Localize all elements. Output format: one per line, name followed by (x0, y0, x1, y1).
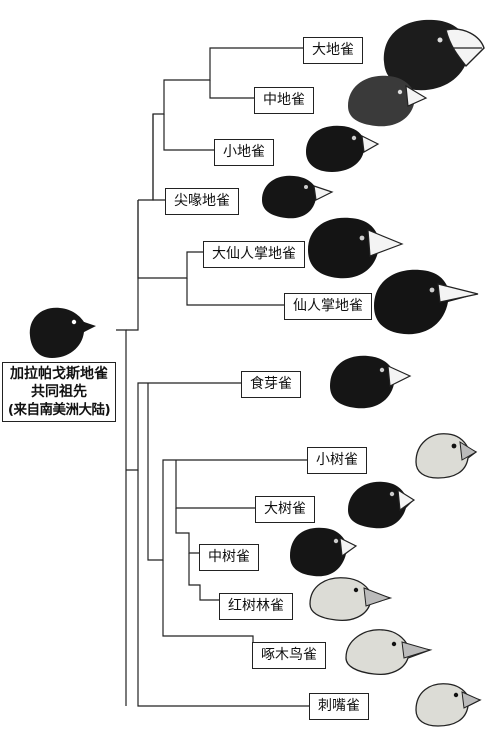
ancestor-finch-icon (29, 307, 96, 358)
species-label-small-ground-finch: 小地雀 (214, 139, 274, 166)
branch-medium-ground (209, 80, 255, 99)
branch-cactus (186, 278, 285, 306)
cactus-ground-finch-icon (374, 269, 479, 335)
species-label-large-cactus-ground-finch: 大仙人掌地雀 (203, 241, 305, 268)
root-branch (116, 329, 127, 706)
woodpecker-finch-icon (345, 629, 433, 676)
large-tree-finch-icon (348, 481, 416, 529)
large-ground-finch-icon (383, 19, 485, 91)
species-label-large-tree-finch: 大树雀 (255, 496, 315, 523)
branch-small-ground (163, 114, 216, 151)
species-label-large-ground-finch: 大地雀 (303, 37, 363, 64)
mangrove-finch-icon (309, 577, 393, 622)
species-label-medium-ground-finch: 中地雀 (254, 87, 314, 114)
ancestor-line-2: 共同祖先 (31, 384, 87, 400)
species-label-warbler-finch: 刺嘴雀 (309, 693, 369, 720)
species-label-vegetarian-finch: 食芽雀 (241, 371, 301, 398)
small-tree-finch-icon (415, 433, 478, 479)
species-label-cactus-ground-finch: 仙人掌地雀 (284, 293, 372, 320)
sharp-beaked-ground-finch-icon (262, 175, 334, 219)
branch-mangrove (188, 553, 220, 601)
vegetarian-finch-icon (330, 355, 412, 409)
species-label-small-tree-finch: 小树雀 (307, 447, 367, 474)
branch-medium-tree (175, 508, 200, 554)
species-label-mangrove-finch: 红树林雀 (219, 593, 293, 620)
branch-tree-mid (147, 383, 308, 561)
ancestor-line-3: (来自南美洲大陆) (7, 402, 111, 418)
large-cactus-ground-finch-icon (308, 217, 404, 279)
branch-large-tree (175, 460, 256, 509)
species-label-sharp-beaked-ground-finch: 尖喙地雀 (165, 188, 239, 215)
species-label-medium-tree-finch: 中树雀 (199, 544, 259, 571)
ancestor-line-1: 加拉帕戈斯地雀 (10, 366, 108, 382)
common-ancestor-box: 加拉帕戈斯地雀 共同祖先 (来自南美洲大陆) (2, 362, 116, 422)
bird-heads (29, 19, 485, 727)
medium-ground-finch-icon (348, 75, 428, 127)
warbler-finch-icon (415, 683, 482, 727)
tree-branches (116, 47, 310, 707)
species-label-woodpecker-finch: 啄木鸟雀 (252, 642, 326, 669)
small-ground-finch-icon (306, 125, 380, 172)
medium-tree-finch-icon (290, 527, 358, 577)
branch-tree-clade (126, 382, 242, 471)
branch-ground-clade (126, 200, 139, 331)
branch-tree-lower (137, 470, 310, 707)
